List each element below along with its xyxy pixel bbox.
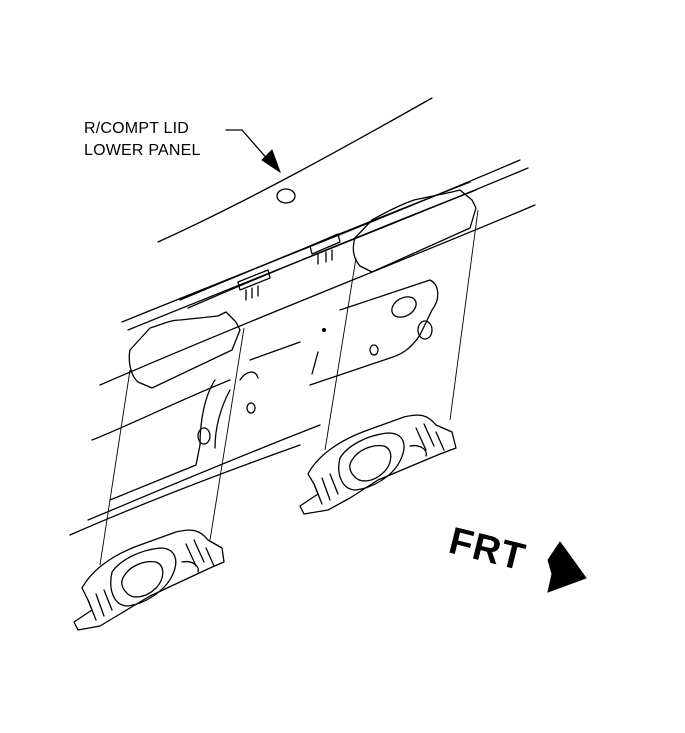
lid-mount-pocket-right: [352, 189, 477, 273]
lid-hole: [391, 296, 417, 318]
front-direction-arrow-icon: [547, 541, 587, 593]
lid-mount-pocket-left: [128, 311, 241, 389]
callout-leader-arrow: [225, 129, 281, 174]
lid-hole: [246, 402, 256, 414]
callout-label: R/COMPT LID LOWER PANEL: [84, 118, 201, 162]
callout-line-2: LOWER PANEL: [84, 142, 201, 159]
lid-lower-panel: [69, 97, 536, 536]
lid-hole: [417, 320, 433, 340]
lid-hole: [197, 427, 211, 445]
alignment-lines: [99, 209, 479, 566]
lid-hole: [369, 344, 379, 356]
lid-hole: [276, 188, 296, 204]
rim-clip-tabs: [237, 233, 341, 301]
callout-line-1: R/COMPT LID: [84, 120, 190, 137]
left-mounting-bracket: [73, 529, 225, 631]
right-mounting-bracket: [299, 414, 457, 515]
